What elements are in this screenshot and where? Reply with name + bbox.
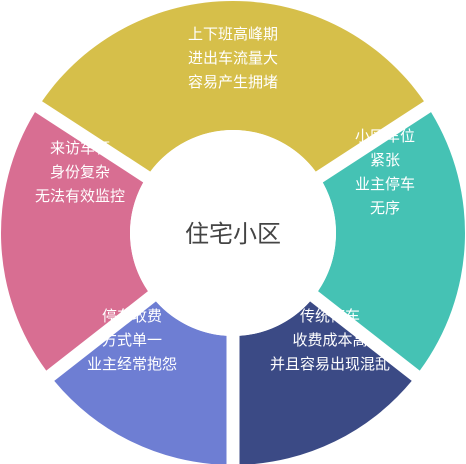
- segment-top: [42, 0, 424, 172]
- segment-left: [0, 112, 148, 371]
- segment-left-line-1: 来访车辆: [50, 139, 110, 157]
- segment-bottom-right-line-2: 收费成本高: [292, 331, 367, 349]
- segment-bottom-left-line-2: 方式单一: [102, 331, 162, 349]
- center-label: 住宅小区: [185, 220, 281, 248]
- segment-bottom-right-line-3: 并且容易出现混乱: [270, 355, 390, 373]
- segment-right-line-1: 小区车位: [355, 127, 415, 145]
- segment-top-line-1: 上下班高峰期: [188, 25, 278, 43]
- segment-left-line-2: 身份复杂: [50, 163, 110, 181]
- segment-left-line-3: 无法有效监控: [35, 187, 125, 205]
- segment-right-line-2: 紧张: [370, 151, 400, 169]
- segment-right: [318, 112, 466, 371]
- segment-bottom-right: [239, 301, 412, 464]
- center-circle: [130, 130, 336, 336]
- segment-right-line-3: 业主停车: [355, 175, 415, 193]
- segment-right-line-4: 无序: [370, 199, 400, 217]
- segment-top-line-3: 容易产生拥堵: [188, 73, 278, 91]
- segment-bottom-left-line-1: 停车收费: [102, 307, 162, 325]
- segment-bottom-right-line-1: 传统停车: [300, 307, 360, 325]
- segment-top-line-2: 进出车流量大: [188, 49, 278, 67]
- segment-bottom-left: [54, 301, 227, 464]
- segment-bottom-left-line-3: 业主经常抱怨: [87, 355, 177, 373]
